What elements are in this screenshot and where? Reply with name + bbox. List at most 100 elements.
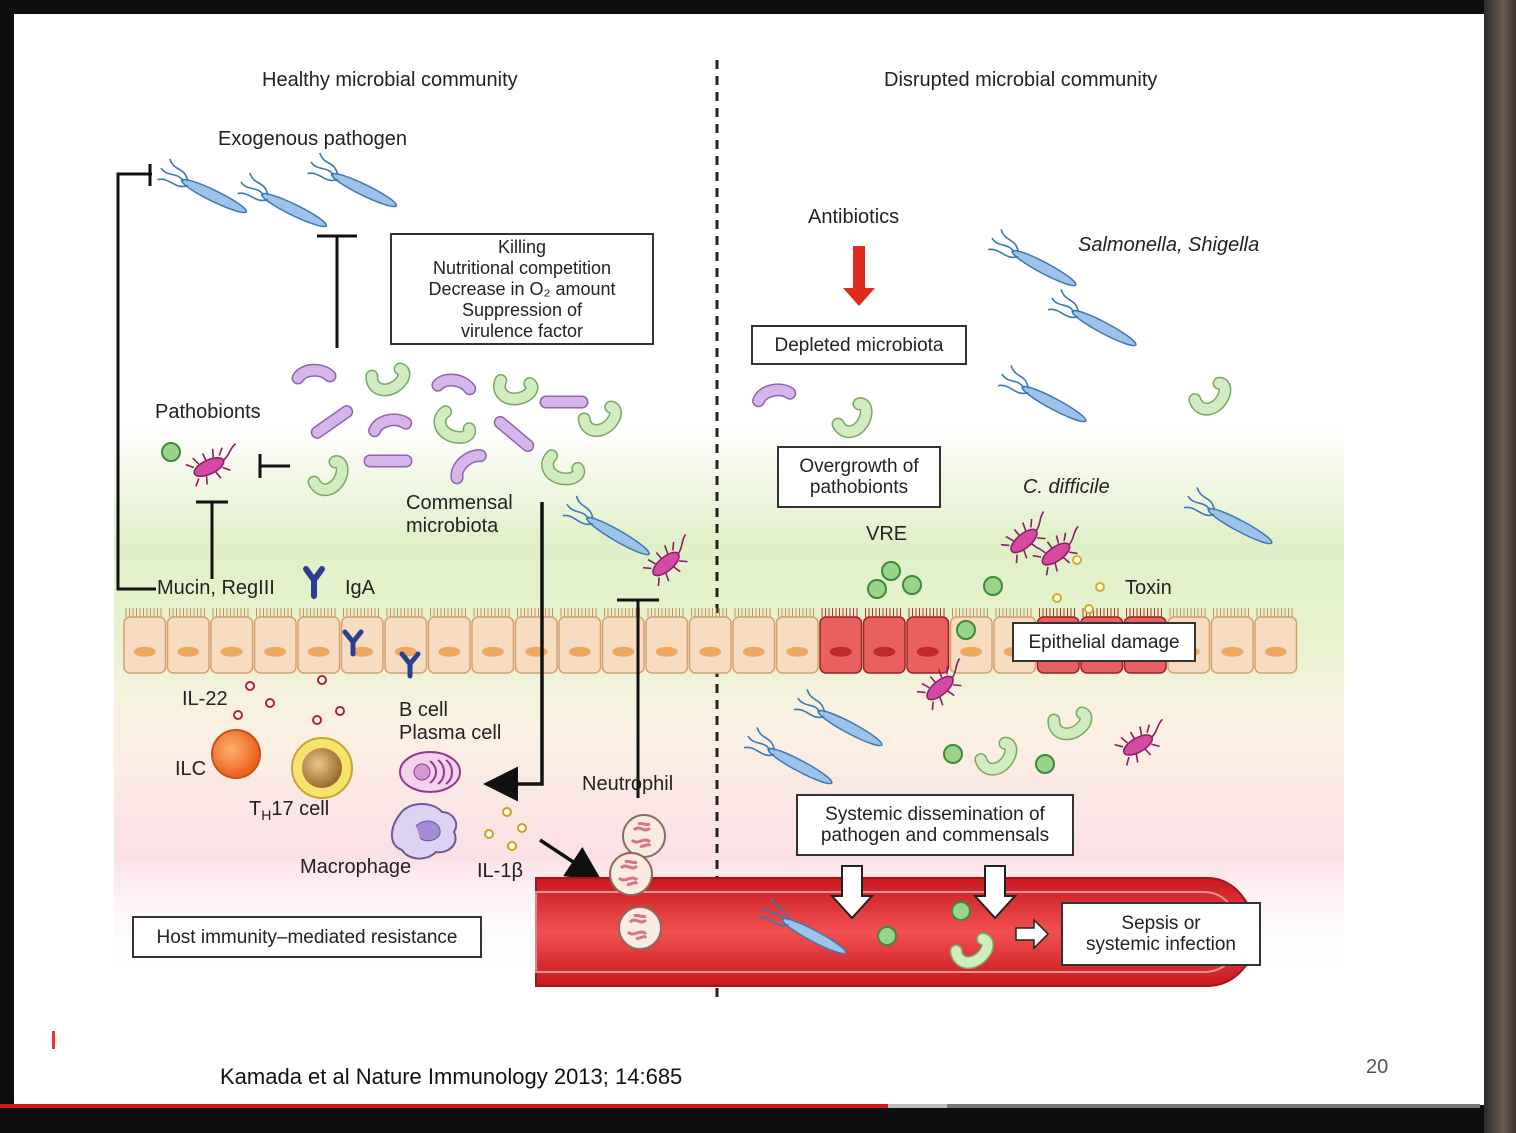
cell-nucleus xyxy=(699,646,722,657)
cell-nucleus xyxy=(133,646,156,657)
epithelium xyxy=(123,608,1298,674)
microvilli xyxy=(299,608,336,617)
epithelial-cell xyxy=(1210,616,1254,674)
microvilli xyxy=(995,608,1032,617)
epithelial-cell xyxy=(427,616,471,674)
cell-nucleus xyxy=(177,646,200,657)
cell-nucleus xyxy=(1221,646,1244,657)
epithelial-cell xyxy=(601,616,645,674)
b-cell-line: B cell xyxy=(399,699,448,721)
mucin-label: Mucin, RegIII xyxy=(157,577,275,599)
epithelial-cell xyxy=(166,616,210,674)
il22-label: IL-22 xyxy=(182,688,228,710)
microvilli xyxy=(734,608,771,617)
cell-nucleus xyxy=(960,646,983,657)
th17-t: T xyxy=(249,798,262,820)
video-progress-buffer xyxy=(888,1104,948,1108)
microvilli xyxy=(604,608,640,617)
neutrophil-label: Neutrophil xyxy=(582,773,674,795)
cell-nucleus xyxy=(873,646,896,657)
epithelial-cell xyxy=(688,616,732,674)
microvilli xyxy=(1213,608,1249,617)
host-immunity-box: Host immunity–mediated resistance xyxy=(132,916,482,958)
mechanism-line: Decrease in O₂ amount xyxy=(428,278,616,299)
antibiotics-label: Antibiotics xyxy=(808,206,900,228)
epithelial-cell xyxy=(123,616,167,674)
cell-nucleus xyxy=(829,646,852,657)
cell-nucleus xyxy=(481,646,504,657)
pathobionts-label: Pathobionts xyxy=(155,401,261,423)
exogenous-pathogen-label: Exogenous pathogen xyxy=(218,128,408,150)
microvilli xyxy=(821,608,858,617)
video-progress-fill[interactable] xyxy=(0,1104,888,1108)
mechanisms-box: Killing Nutritional competition Decrease… xyxy=(390,233,654,345)
exogenous-pathogens xyxy=(154,150,404,236)
epithelial-cell xyxy=(253,616,297,674)
microvilli xyxy=(386,608,423,617)
microvilli xyxy=(343,608,379,617)
c-difficile-label: C. difficile xyxy=(1023,476,1110,498)
mechanism-line: Suppression of xyxy=(461,299,583,320)
mechanism-line: Killing xyxy=(497,236,547,257)
epithelial-cell xyxy=(558,616,602,674)
citation: Kamada et al Nature Immunology 2013; 14:… xyxy=(220,1064,683,1089)
microvilli xyxy=(430,608,466,617)
iga-label: IgA xyxy=(345,577,376,599)
inhibition-bracket xyxy=(116,172,156,591)
cell-nucleus xyxy=(786,646,809,657)
microvilli xyxy=(647,608,684,617)
epithelial-cell xyxy=(297,616,341,674)
sepsis-line: systemic infection xyxy=(1086,934,1236,955)
epithelial-damage-box: Epithelial damage xyxy=(1012,622,1196,662)
right-panel-title: Disrupted microbial community xyxy=(884,69,1158,91)
toxin-label: Toxin xyxy=(1125,577,1172,599)
slide-marker xyxy=(52,1031,55,1049)
epithelial-cell xyxy=(471,616,515,674)
cell-nucleus xyxy=(612,646,635,657)
epithelial-cell xyxy=(384,616,428,674)
microvilli xyxy=(212,608,249,617)
commensal-line: Commensal xyxy=(406,492,513,514)
microvilli xyxy=(908,608,945,617)
epithelial-cell xyxy=(210,616,254,674)
commensal-line: microbiota xyxy=(406,515,499,537)
microvilli xyxy=(1039,608,1075,617)
cell-nucleus xyxy=(742,646,765,657)
epithelial-cell xyxy=(1254,616,1298,674)
overgrowth-line: pathobionts xyxy=(809,477,909,498)
damaged-epithelial-cell xyxy=(819,616,863,674)
page-number: 20 xyxy=(1366,1056,1389,1078)
epithelial-cell xyxy=(645,616,689,674)
sepsis-line: Sepsis or xyxy=(1121,913,1201,934)
microvilli xyxy=(1126,608,1162,617)
b-cell-label: B cell Plasma cell xyxy=(399,699,501,745)
damaged-epithelial-cell xyxy=(862,616,906,674)
epithelial-cell xyxy=(340,616,384,674)
microvilli xyxy=(691,608,727,617)
depleted-microbiota-box: Depleted microbiota xyxy=(751,325,967,365)
cell-nucleus xyxy=(525,646,548,657)
microvilli xyxy=(1256,608,1293,617)
epithelial-cell xyxy=(732,616,776,674)
left-panel-title: Healthy microbial community xyxy=(262,69,518,91)
th17-rest: 17 cell xyxy=(271,798,330,820)
macrophage-label: Macrophage xyxy=(300,856,412,878)
cell-nucleus xyxy=(916,646,939,657)
cell-nucleus xyxy=(351,646,374,657)
microvilli xyxy=(865,608,901,617)
overgrowth-box: Overgrowth of pathobionts xyxy=(777,446,941,508)
presenter-video-edge xyxy=(1484,0,1516,1133)
mechanism-line: virulence factor xyxy=(460,320,584,341)
th17-label: TH17 cell xyxy=(249,798,329,827)
systemic-line: Systemic dissemination of xyxy=(825,804,1045,825)
cell-nucleus xyxy=(568,646,591,657)
vre-label: VRE xyxy=(866,523,908,545)
ilc-label: ILC xyxy=(175,758,207,780)
salmonella-shigella-label: Salmonella, Shigella xyxy=(1078,234,1260,256)
cell-nucleus xyxy=(264,646,287,657)
systemic-dissemination-box: Systemic dissemination of pathogen and c… xyxy=(796,794,1074,856)
systemic-line: pathogen and commensals xyxy=(820,825,1050,846)
microvilli xyxy=(560,608,597,617)
sepsis-box: Sepsis or systemic infection xyxy=(1061,902,1261,966)
microvilli xyxy=(169,608,205,617)
